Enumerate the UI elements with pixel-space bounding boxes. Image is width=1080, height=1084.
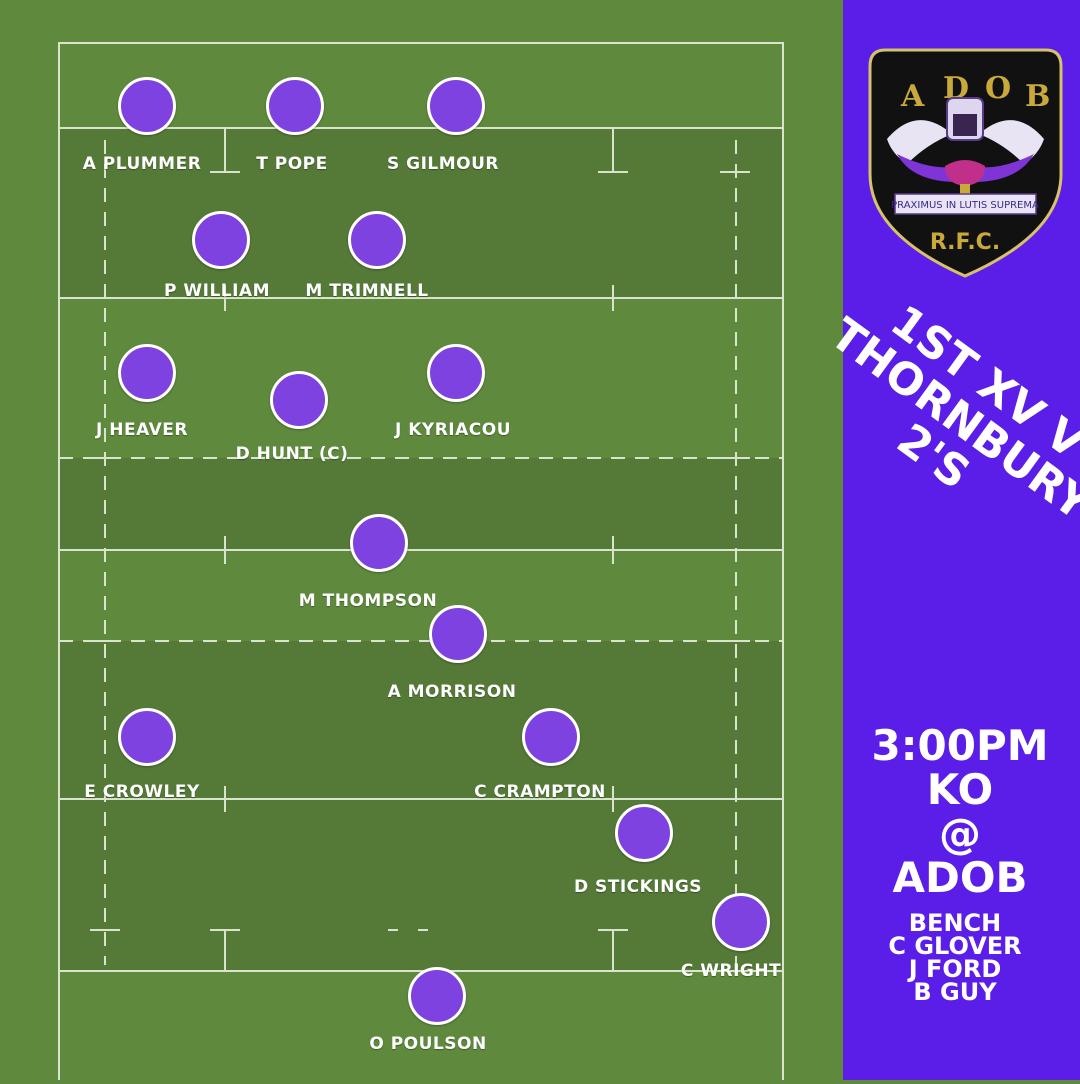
player-name: T POPE — [256, 154, 328, 174]
player-marker — [712, 893, 770, 951]
player-marker — [427, 344, 485, 402]
player-name: A MORRISON — [387, 682, 517, 702]
club-crest-logo: A D O B PRAXIMUS IN LUTIS SUPREMA R.F.C. — [868, 48, 1063, 278]
kickoff-venue: ADOB — [892, 853, 1028, 902]
bench-player: J FORD — [908, 955, 1002, 983]
player-name: A PLUMMER — [82, 154, 202, 174]
bench-player: C GLOVER — [888, 932, 1022, 960]
kickoff-label: KO — [926, 765, 994, 814]
player-name: P WILLIAM — [163, 281, 271, 301]
pitch-band — [59, 458, 783, 550]
kickoff-at: @ — [938, 809, 981, 858]
player-marker — [118, 344, 176, 402]
player-name: J HEAVER — [96, 420, 188, 440]
player-marker — [408, 967, 466, 1025]
pitch-boundary — [58, 42, 784, 1084]
player-marker — [192, 211, 250, 269]
pitch-markings — [58, 42, 784, 1084]
player-name: E CROWLEY — [84, 782, 200, 802]
bench-list: BENCH C GLOVER J FORD B GUY — [888, 909, 1022, 1006]
player-marker — [429, 605, 487, 663]
bench-title: BENCH — [908, 909, 1002, 937]
crest-letter: A — [900, 79, 925, 114]
player-name: C WRIGHT — [680, 961, 782, 981]
rugby-pitch — [58, 42, 784, 1084]
crest-letter: B — [1025, 79, 1050, 114]
crest-motto: PRAXIMUS IN LUTIS SUPREMA — [891, 200, 1039, 211]
player-marker — [266, 77, 324, 135]
player-name: D HUNT (C) — [235, 444, 349, 464]
player-name: J KYRIACOU — [394, 420, 512, 440]
crest-letter: O — [985, 71, 1011, 106]
player-marker — [118, 708, 176, 766]
pitch-band — [59, 128, 783, 298]
crest-club-name: R.F.C. — [930, 230, 1000, 255]
player-marker — [350, 514, 408, 572]
player-name: O POULSON — [369, 1034, 487, 1054]
player-marker — [615, 804, 673, 862]
player-marker — [522, 708, 580, 766]
player-name: S GILMOUR — [386, 154, 500, 174]
kickoff-info: 3:00PM KO @ ADOB — [871, 724, 1048, 900]
player-name: C CRAMPTON — [474, 782, 606, 802]
bench-player: B GUY — [913, 978, 997, 1006]
player-marker — [348, 211, 406, 269]
player-name: D STICKINGS — [573, 877, 703, 897]
player-name: M THOMPSON — [298, 591, 438, 611]
player-marker — [118, 77, 176, 135]
player-marker — [427, 77, 485, 135]
pitch-band — [59, 641, 783, 799]
player-marker — [270, 371, 328, 429]
player-name: M TRIMNELL — [305, 281, 429, 301]
kickoff-time: 3:00PM — [871, 721, 1049, 770]
